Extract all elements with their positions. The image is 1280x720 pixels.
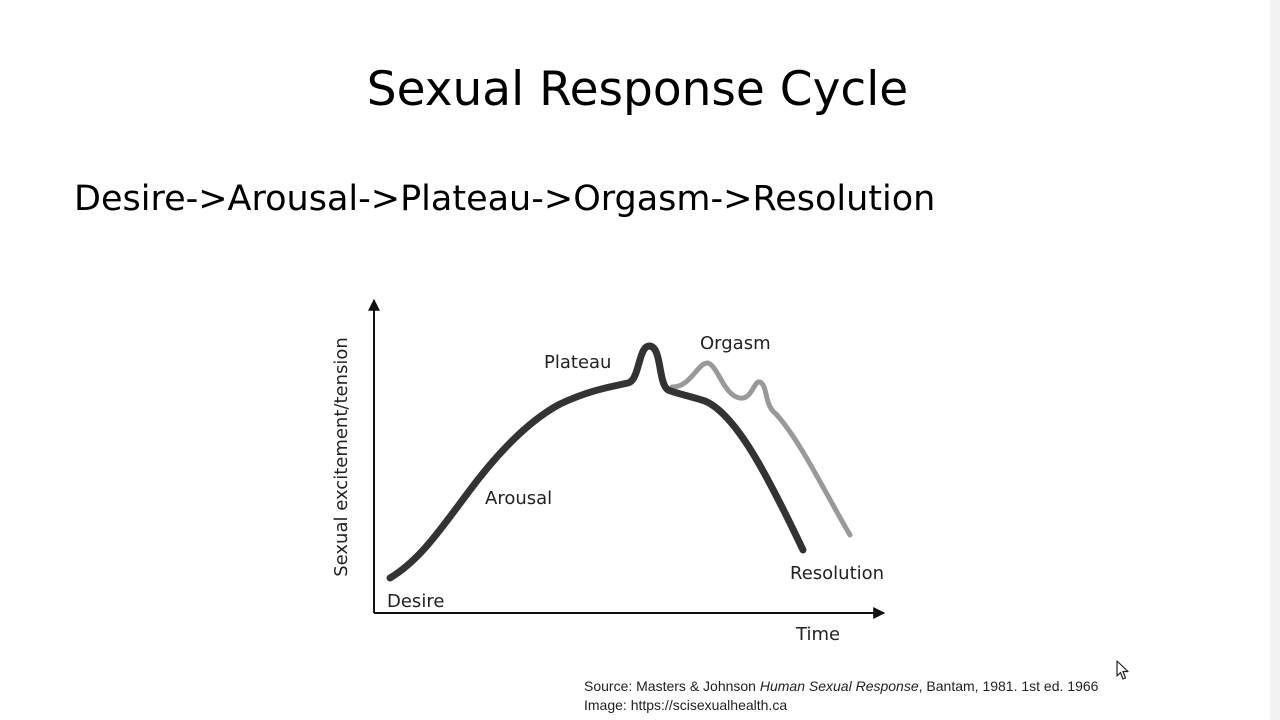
slide-title: Sexual Response Cycle [366, 62, 909, 117]
image-credit: Image: https://scisexualhealth.ca [584, 697, 788, 713]
x-axis-label: Time [795, 624, 840, 645]
multiple-orgasm-curve [669, 360, 853, 538]
y-axis-label: Sexual excitement/tension [331, 337, 352, 577]
source-citation: Source: Masters & Johnson Human Sexual R… [584, 677, 1098, 696]
phase-label-desire: Desire [387, 591, 444, 612]
source-suffix: , Bantam, 1981. 1st ed. 1966 [918, 678, 1099, 694]
mouse-pointer-icon [1116, 660, 1129, 680]
phase-label-plateau: Plateau [544, 352, 611, 373]
phase-label-resolution: Resolution [790, 563, 884, 584]
source-note: Source: Masters & Johnson Human Sexual R… [584, 677, 1098, 715]
window-edge [1270, 0, 1280, 720]
phase-label-orgasm: Orgasm [700, 333, 771, 354]
source-book-title: Human Sexual Response [759, 678, 919, 694]
phase-label-arousal: Arousal [485, 488, 552, 509]
phase-sequence: Desire->Arousal->Plateau->Orgasm->Resolu… [74, 179, 936, 219]
response-curve [386, 342, 807, 582]
source-prefix: Source: Masters & Johnson [584, 678, 760, 694]
